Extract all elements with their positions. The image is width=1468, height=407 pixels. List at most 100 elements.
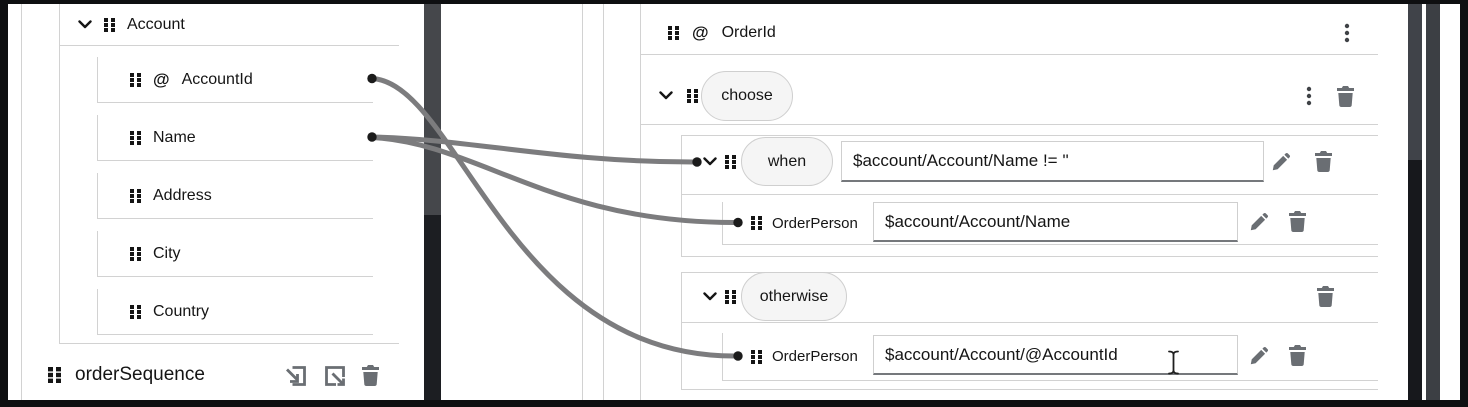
orderperson-otherwise-delete-button[interactable] [1286,344,1308,366]
orderperson-otherwise-edit-button[interactable] [1248,345,1269,366]
tree-field-address[interactable]: Address [97,173,373,219]
source-scrollbar-thumb[interactable] [424,4,441,215]
chevron-down-icon[interactable] [703,292,717,301]
orderperson1-border-left [722,202,723,244]
drag-handle-icon[interactable] [751,215,762,231]
tree-field-label: AccountId [181,70,253,88]
orderperson-when-value-input[interactable] [873,202,1238,242]
drag-handle-icon[interactable] [668,25,679,41]
tree-node-account[interactable]: Account [78,4,185,45]
target-panel-border-inner [603,4,604,400]
tree-field-label: Name [153,128,196,146]
chevron-down-icon[interactable] [78,20,92,29]
connection-endpoint-orderperson-otherwise[interactable] [733,351,743,361]
when-condition-input[interactable] [841,141,1264,182]
orderperson-when-edit-button[interactable] [1248,211,1269,232]
otherwise-container-border-top [681,272,1378,273]
tree-field-country[interactable]: Country [97,289,373,335]
target-field-label: OrderPerson [772,214,858,232]
target-tree-guide [640,4,641,400]
drag-handle-icon[interactable] [130,246,141,262]
choose-row-divider [640,124,1378,125]
when-row-divider [682,194,1378,195]
chevron-down-icon[interactable] [703,157,717,166]
tree-field-city[interactable]: City [97,231,373,277]
otherwise-delete-button[interactable] [1314,285,1336,307]
orderid-kebab-menu-button[interactable] [1340,21,1354,45]
connection-endpoint-orderperson-when[interactable] [733,217,743,228]
detach-schema-button[interactable] [322,363,347,388]
drag-handle-icon[interactable] [751,349,762,365]
connection-endpoint-when[interactable] [692,157,702,167]
side-panel-bar [1426,4,1440,400]
attribute-icon: @ [692,23,709,42]
arrow-out-of-box-icon [324,365,345,386]
arrow-into-box-icon [285,365,306,386]
orderperson2-border-bottom [722,380,1378,381]
when-edit-button[interactable] [1270,151,1291,172]
kebab-icon [1306,86,1312,106]
target-field-orderid[interactable]: @ OrderId [668,12,776,54]
tree-field-accountid[interactable]: @ AccountId [97,57,373,103]
tree-field-label: Address [153,186,212,204]
tree-field-name[interactable]: Name [97,115,373,161]
trash-icon [1314,150,1332,172]
account-container-border-left [59,4,60,343]
attach-schema-button[interactable] [283,363,308,388]
trash-icon [361,364,379,386]
drag-handle-icon[interactable] [130,188,141,204]
otherwise-row-divider [682,322,1378,323]
orderperson-otherwise-value-input[interactable] [873,335,1238,375]
pencil-icon [1272,152,1290,170]
kebab-icon [1344,23,1350,43]
drag-handle-icon[interactable] [130,130,141,146]
frame-right [1460,0,1468,407]
drag-handle-icon[interactable] [48,366,61,384]
drag-handle-icon[interactable] [130,304,141,320]
target-scrollbar-thumb[interactable] [1408,4,1422,160]
choose-pill[interactable]: choose [701,71,793,121]
otherwise-pill[interactable]: otherwise [741,272,847,321]
document-ordersequence[interactable]: orderSequence [48,352,205,398]
target-panel-border-outer [582,4,583,400]
account-container-border-bottom [59,343,399,344]
target-field-label: OrderPerson [772,348,858,365]
orderperson-when-delete-button[interactable] [1286,210,1308,232]
otherwise-label: otherwise [759,287,829,305]
drag-handle-icon[interactable] [687,88,698,104]
otherwise-container-border-bottom [681,389,1378,390]
tree-node-label: Account [127,15,185,33]
orderperson1-border-bottom [722,244,1378,245]
choose-delete-button[interactable] [1334,85,1356,107]
pencil-icon [1250,346,1268,364]
target-field-orderperson-otherwise[interactable]: OrderPerson [751,333,858,380]
attribute-icon: @ [153,69,170,89]
when-delete-button[interactable] [1312,150,1334,172]
when-container-border-top [681,135,1378,136]
drag-handle-icon[interactable] [104,17,115,33]
chevron-down-icon[interactable] [659,91,673,100]
trash-icon [1288,344,1306,366]
drag-handle-icon[interactable] [130,72,141,88]
document-label: orderSequence [75,364,205,385]
frame-bottom [0,400,1468,407]
mapping-line-name-to-when [369,134,696,165]
otherwise-container-border-left [681,272,682,389]
frame-left [0,0,8,407]
when-container-border-left [681,135,682,256]
drag-handle-icon[interactable] [725,154,736,170]
source-panel-edge [21,4,22,400]
trash-icon [1336,85,1354,107]
frame-top [0,0,1468,4]
trash-icon [1316,285,1334,307]
choose-kebab-menu-button[interactable] [1302,84,1316,108]
tree-field-label: Country [153,302,210,320]
drag-handle-icon[interactable] [725,289,736,305]
when-pill[interactable]: when [741,137,833,186]
orderid-row-divider [640,54,1378,55]
target-field-orderperson-when[interactable]: OrderPerson [751,202,858,244]
delete-document-button[interactable] [359,363,381,387]
trash-icon [1288,210,1306,232]
target-field-label: OrderId [721,24,776,41]
